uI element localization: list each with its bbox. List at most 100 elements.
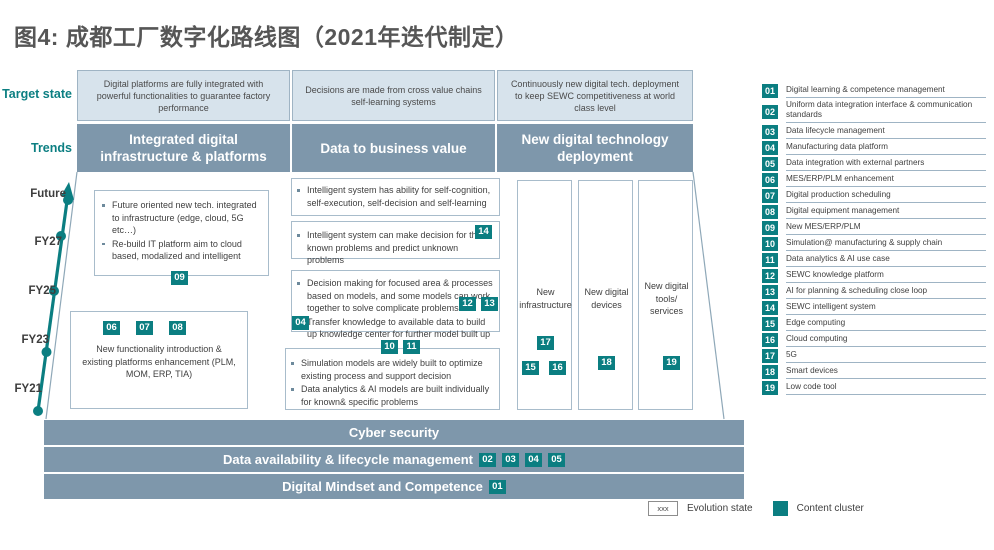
col1-near-box: 06 07 08 New functionality introduction … [70, 311, 248, 409]
badge-01: 01 [488, 479, 506, 494]
legend-num: 02 [762, 104, 778, 119]
legend-text: Digital equipment management [786, 206, 986, 219]
bullet: Data analytics & AI models are built ind… [288, 383, 493, 408]
legend-num: 09 [762, 221, 778, 235]
legend-text: SEWC knowledge platform [786, 270, 986, 283]
badge-13: 13 [481, 297, 498, 311]
bullet: Transfer knowledge to available data to … [294, 316, 493, 341]
badge-04-bar: 04 [525, 452, 542, 467]
badge-12: 12 [459, 297, 476, 311]
footer-legend: xxx Evolution state Content cluster [648, 501, 948, 516]
badge-16: 16 [549, 361, 566, 375]
trend-cell-3: New digital technology deployment [497, 124, 693, 172]
legend-text: Data lifecycle management [786, 126, 986, 139]
legend-text: Digital production scheduling [786, 190, 986, 203]
trend-cell-2: Data to business value [292, 124, 495, 172]
legend-text: Uniform data integration interface & com… [786, 100, 986, 123]
badge-08: 08 [169, 321, 186, 335]
badge-05: 05 [548, 452, 565, 467]
trapezoid-right-edge [692, 171, 725, 420]
legend-item-12: 12 SEWC knowledge platform [762, 269, 986, 283]
legend-item-02: 02 Uniform data integration interface & … [762, 100, 986, 123]
bottom-bar-label: Digital Mindset and Competence [282, 479, 483, 494]
badge-03: 03 [502, 452, 519, 467]
legend-item-19: 19 Low code tool [762, 381, 986, 395]
badge-14: 14 [475, 225, 492, 239]
badge-18: 18 [598, 356, 615, 370]
legend-text: Smart devices [786, 366, 986, 379]
bullet: Intelligent system can make decision for… [294, 229, 493, 267]
legend-item-15: 15 Edge computing [762, 317, 986, 331]
year-label-fy21: FY21 [14, 383, 43, 395]
legend-item-09: 09 New MES/ERP/PLM [762, 221, 986, 235]
col1-future-box: Future oriented new tech. integrated to … [94, 190, 269, 285]
col2-box-4: Simulation models are widely built to op… [285, 348, 500, 410]
badge-04: 04 [292, 316, 309, 330]
col3-box-2-label: New digital devices [584, 287, 629, 310]
col3-box-1: New infrastructure 17 15 16 [517, 180, 572, 410]
legend-text: Data integration with external partners [786, 158, 986, 171]
legend-item-17: 17 5G [762, 349, 986, 363]
legend-text: AI for planning & scheduling close loop [786, 286, 986, 299]
legend-text: Simulation@ manufacturing & supply chain [786, 238, 986, 251]
bullet: Future oriented new tech. integrated to … [99, 199, 260, 237]
legend-item-18: 18 Smart devices [762, 365, 986, 379]
legend-num: 19 [762, 381, 778, 395]
legend-num: 10 [762, 237, 778, 251]
evolution-state-label: Evolution state [687, 503, 753, 514]
bullet: Re-build IT platform aim to cloud based,… [99, 238, 260, 263]
bullet: Decision making for focused area & proce… [294, 277, 493, 315]
badge-11: 11 [403, 340, 420, 354]
legend-text: Digital learning & competence management [786, 85, 986, 98]
badge-02: 02 [479, 452, 496, 467]
legend-text: Data analytics & AI use case [786, 254, 986, 267]
legend-item-13: 13 AI for planning & scheduling close lo… [762, 285, 986, 299]
bullet: Simulation models are widely built to op… [288, 357, 493, 382]
target-state-cell-2: Decisions are made from cross value chai… [292, 70, 495, 121]
badge-19: 19 [663, 356, 680, 370]
legend-num: 11 [762, 253, 778, 267]
badge-17: 17 [537, 336, 554, 350]
legend-num: 01 [762, 84, 778, 98]
axis-label-target-state: Target state [2, 87, 72, 101]
legend-num: 06 [762, 173, 778, 187]
bullet: Intelligent system has ability for self-… [294, 184, 493, 209]
legend-item-04: 04 Manufacturing data platform [762, 141, 986, 155]
col3-box-3: New digital tools/ services 19 [638, 180, 693, 410]
year-label-fy27: FY27 [34, 236, 63, 248]
col2-box-1: Intelligent system has ability for self-… [291, 178, 500, 216]
legend-item-16: 16 Cloud computing [762, 333, 986, 347]
legend-num: 12 [762, 269, 778, 283]
badge-10: 10 [381, 340, 398, 354]
legend-num: 15 [762, 317, 778, 331]
legend-text: SEWC intelligent system [786, 302, 986, 315]
legend-item-08: 08 Digital equipment management [762, 205, 986, 219]
legend-item-06: 06 MES/ERP/PLM enhancement [762, 173, 986, 187]
legend-text: Manufacturing data platform [786, 142, 986, 155]
legend-num: 13 [762, 285, 778, 299]
legend-text: 5G [786, 350, 986, 363]
year-label-fy23: FY23 [21, 334, 50, 346]
legend-text: MES/ERP/PLM enhancement [786, 174, 986, 187]
page-title: 图4: 成都工厂数字化路线图（2021年迭代制定） [14, 24, 519, 50]
bottom-bar-cyber-security: Cyber security [44, 420, 744, 445]
axis-label-trends: Trends [31, 141, 72, 155]
legend-item-03: 03 Data lifecycle management [762, 125, 986, 139]
legend-num: 07 [762, 189, 778, 203]
year-label-fy25: FY25 [28, 285, 57, 297]
badge-09: 09 [171, 270, 188, 285]
legend-text: Low code tool [786, 382, 986, 395]
col3-box-2: New digital devices 18 [578, 180, 633, 410]
col3-box-3-label: New digital tools/ services [644, 281, 689, 316]
badge-07: 07 [136, 321, 153, 335]
legend-num: 18 [762, 365, 778, 379]
legend-item-01: 01 Digital learning & competence managem… [762, 84, 986, 98]
legend-num: 16 [762, 333, 778, 347]
legend-num: 14 [762, 301, 778, 315]
legend-text: New MES/ERP/PLM [786, 222, 986, 235]
timeline-arrow [33, 182, 74, 416]
legend-item-14: 14 SEWC intelligent system [762, 301, 986, 315]
legend-list: 01 Digital learning & competence managem… [762, 84, 986, 397]
content-cluster-label: Content cluster [796, 503, 864, 514]
target-state-cell-1: Digital platforms are fully integrated w… [77, 70, 290, 121]
